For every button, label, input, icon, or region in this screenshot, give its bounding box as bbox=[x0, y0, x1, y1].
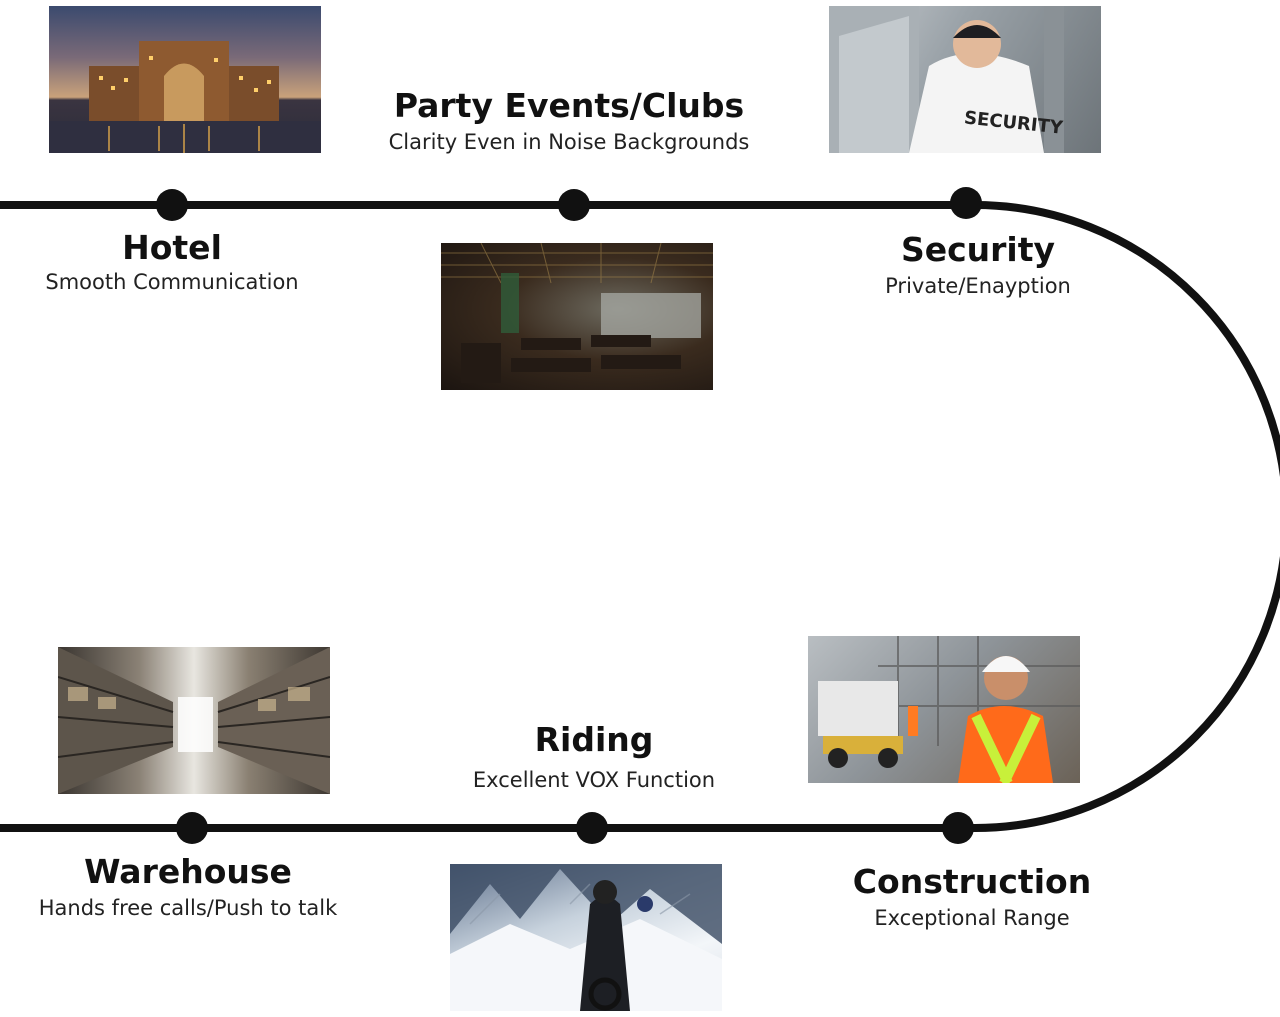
stop-hotel-title: Hotel bbox=[122, 228, 222, 267]
track-line bbox=[0, 201, 1280, 832]
stop-security-title: Security bbox=[900, 230, 1056, 269]
stop-construction-subtitle: Exceptional Range bbox=[874, 906, 1070, 930]
stop-dot-warehouse bbox=[176, 812, 208, 844]
stop-dot-party bbox=[558, 189, 590, 221]
stop-warehouse-subtitle: Hands free calls/Push to talk bbox=[38, 896, 338, 920]
stop-warehouse: Warehouse Hands free calls/Push to talk bbox=[39, 852, 337, 922]
warehouse-photo bbox=[58, 647, 330, 794]
riding-photo bbox=[450, 864, 722, 1011]
stop-construction: Construction Exceptional Range bbox=[853, 862, 1091, 932]
stop-construction-title: Construction bbox=[852, 862, 1092, 901]
stop-riding: Riding Excellent VOX Function bbox=[473, 720, 715, 794]
stop-party: Party Events/Clubs Clarity Even in Noise… bbox=[389, 86, 750, 156]
stop-security: Security Private/Enayption bbox=[885, 230, 1071, 300]
stop-hotel: Hotel Smooth Communication bbox=[45, 228, 298, 296]
stop-dot-hotel bbox=[156, 189, 188, 221]
stop-dot-riding bbox=[576, 812, 608, 844]
stop-party-title: Party Events/Clubs bbox=[393, 86, 745, 125]
hotel-photo bbox=[49, 6, 321, 153]
stop-warehouse-title: Warehouse bbox=[84, 852, 292, 891]
stop-hotel-subtitle: Smooth Communication bbox=[45, 270, 299, 294]
security-photo: SECURITY bbox=[829, 6, 1101, 153]
construction-photo bbox=[808, 636, 1080, 783]
stop-dot-security bbox=[950, 187, 982, 219]
stop-riding-title: Riding bbox=[534, 720, 654, 759]
stop-dot-construction bbox=[942, 812, 974, 844]
stop-riding-subtitle: Excellent VOX Function bbox=[472, 768, 716, 792]
stop-security-subtitle: Private/Enayption bbox=[885, 274, 1071, 298]
stop-party-subtitle: Clarity Even in Noise Backgrounds bbox=[388, 130, 750, 154]
party-events-photo bbox=[441, 243, 713, 390]
